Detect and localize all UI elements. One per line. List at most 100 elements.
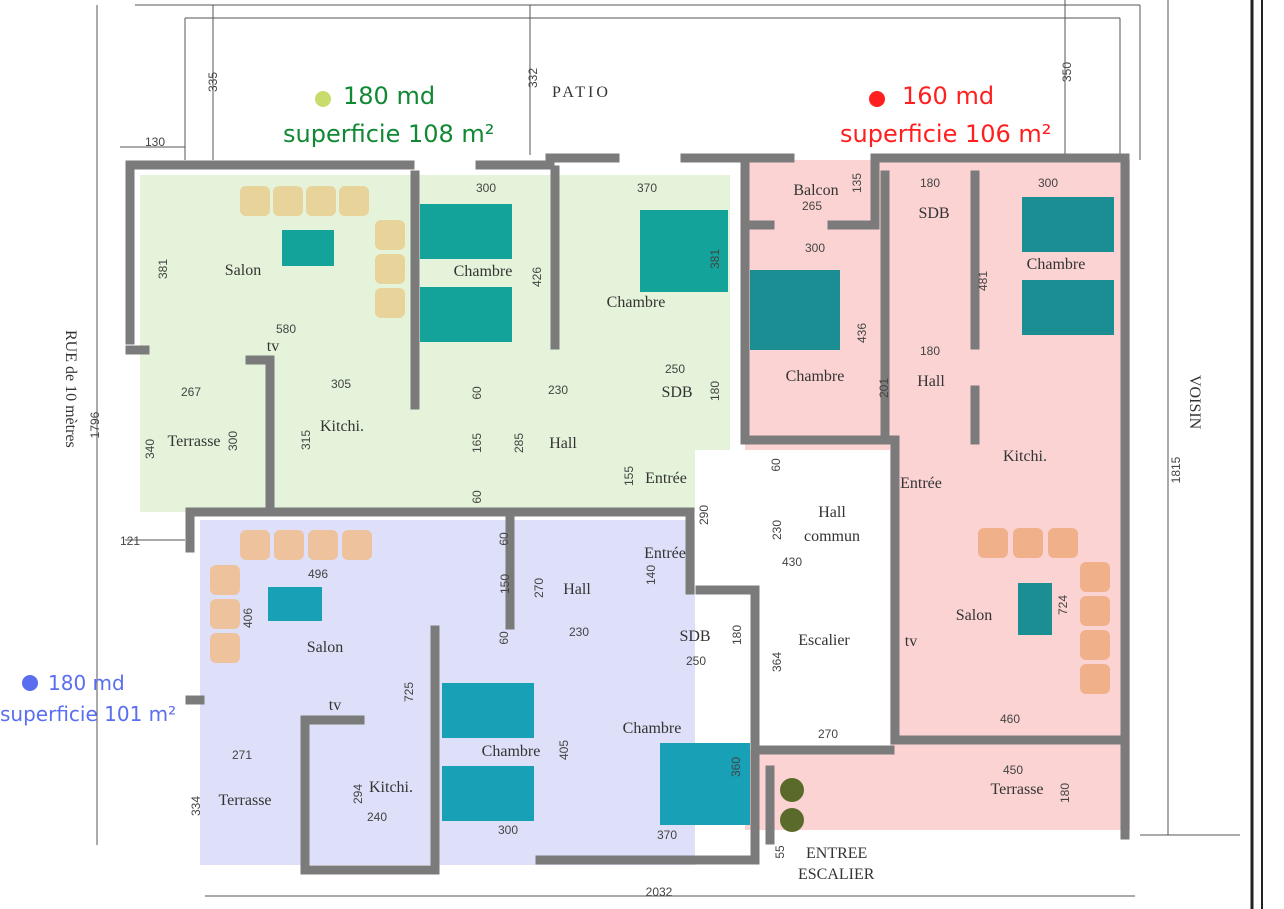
dimension-label: 370 (657, 828, 677, 842)
sofa-seat (210, 599, 240, 629)
green-apartment-price: 180 md (343, 82, 435, 110)
dimension-label: 130 (145, 135, 165, 149)
sofa-seat (210, 633, 240, 663)
dimension-label: 230 (770, 520, 784, 540)
neighbor-label: VOISIN (1186, 375, 1203, 430)
dimension-label: 135 (850, 173, 864, 193)
bed (442, 683, 534, 738)
entrance-label: ENTREE (806, 845, 867, 862)
room-label: Chambre (482, 743, 541, 760)
red-apartment-dot-icon (869, 91, 885, 107)
room-label: tv (267, 338, 279, 355)
dimension-label: 300 (805, 241, 825, 255)
room-label: Entrée (900, 475, 942, 492)
dimension-label: 250 (686, 654, 706, 668)
room-label: Terrasse (990, 781, 1043, 798)
dimension-label: 300 (1038, 176, 1058, 190)
sofa-seat (1080, 562, 1110, 592)
dimension-label: 265 (802, 199, 822, 213)
blue-apartment-price: 180 md (48, 671, 125, 695)
bed (640, 210, 728, 292)
room-label: Hall (549, 435, 577, 452)
dimension-label: 305 (331, 377, 351, 391)
sofa-seat (210, 565, 240, 595)
room-label: Chambre (454, 263, 513, 280)
dimension-label: 180 (708, 381, 722, 401)
dimension-label: 364 (770, 652, 784, 672)
dimension-label: 285 (512, 433, 526, 453)
room-label: Escalier (798, 632, 850, 649)
room-label: Balcon (793, 182, 838, 199)
dimension-label: 121 (120, 534, 140, 548)
dimension-label: 496 (308, 567, 328, 581)
dimension-label: 315 (299, 430, 313, 450)
dimension-label: 450 (1003, 763, 1023, 777)
sofa-seat (375, 288, 405, 318)
room-label: commun (804, 528, 860, 545)
dimension-label: 481 (976, 271, 990, 291)
dimension-label: 180 (920, 176, 940, 190)
dimension-label: 334 (189, 796, 203, 816)
dimension-label: 381 (156, 259, 170, 279)
room-label: SDB (918, 205, 949, 222)
dimension-label: 300 (498, 823, 518, 837)
coffee-table (268, 587, 322, 621)
sofa-seat (240, 186, 270, 216)
room-label: Kitchi. (1003, 448, 1047, 465)
sofa-seat (978, 528, 1008, 558)
plant (780, 778, 804, 802)
room-label: Entrée (645, 470, 687, 487)
coffee-table (282, 230, 334, 266)
dimension-label: 240 (367, 810, 387, 824)
sofa-seat (308, 530, 338, 560)
furniture (210, 186, 1114, 832)
dimension-label: 60 (497, 532, 511, 546)
dimension-label: 300 (476, 181, 496, 195)
dimension-label: 381 (708, 249, 722, 269)
room-label: Hall (563, 581, 591, 598)
dimension-label: 360 (729, 757, 743, 777)
green-apartment-area: superficie 108 m² (283, 120, 494, 148)
sofa-seat (1080, 630, 1110, 660)
dimension-label: 150 (498, 574, 512, 594)
sofa-seat (1080, 596, 1110, 626)
dimension-label: 406 (241, 608, 255, 628)
room-label: Kitchi. (369, 779, 413, 796)
dimension-label: 724 (1056, 595, 1070, 615)
dimension-label: 370 (637, 181, 657, 195)
bed (420, 287, 512, 342)
dimension-label: 300 (226, 431, 240, 451)
sofa-seat (342, 530, 372, 560)
room-label: Chambre (786, 368, 845, 385)
dimension-label: 294 (351, 784, 365, 804)
dimension-label: 430 (782, 555, 802, 569)
site-boundary-lines (96, 0, 1263, 909)
dimension-label: 335 (206, 72, 220, 92)
room-label: Salon (956, 607, 992, 624)
bed (442, 766, 534, 821)
sofa-seat (274, 530, 304, 560)
coffee-table (1018, 583, 1052, 635)
street-label: RUE de 10 mètres (62, 330, 79, 448)
sofa-seat (375, 254, 405, 284)
dimension-label: 267 (181, 385, 201, 399)
dimension-label: 1796 (88, 411, 102, 438)
room-label: Entrée (644, 545, 686, 562)
dimension-label: 165 (470, 433, 484, 453)
sofa-seat (240, 530, 270, 560)
dimension-label: 580 (276, 322, 296, 336)
dimension-label: 350 (1060, 62, 1074, 82)
dimension-label: 340 (143, 439, 157, 459)
stair-hall-area (695, 450, 890, 750)
dimension-label: 1815 (1169, 456, 1183, 483)
dimension-label: 180 (920, 344, 940, 358)
entrance-label: ESCALIER (798, 866, 875, 883)
sofa-seat (1013, 528, 1043, 558)
room-label: tv (329, 697, 341, 714)
patio-label: PATIO (552, 84, 611, 101)
sofa-seat (273, 186, 303, 216)
room-label: Chambre (1027, 256, 1086, 273)
red-apartment-area: superficie 106 m² (840, 120, 1051, 148)
dimension-label: 201 (877, 378, 891, 398)
